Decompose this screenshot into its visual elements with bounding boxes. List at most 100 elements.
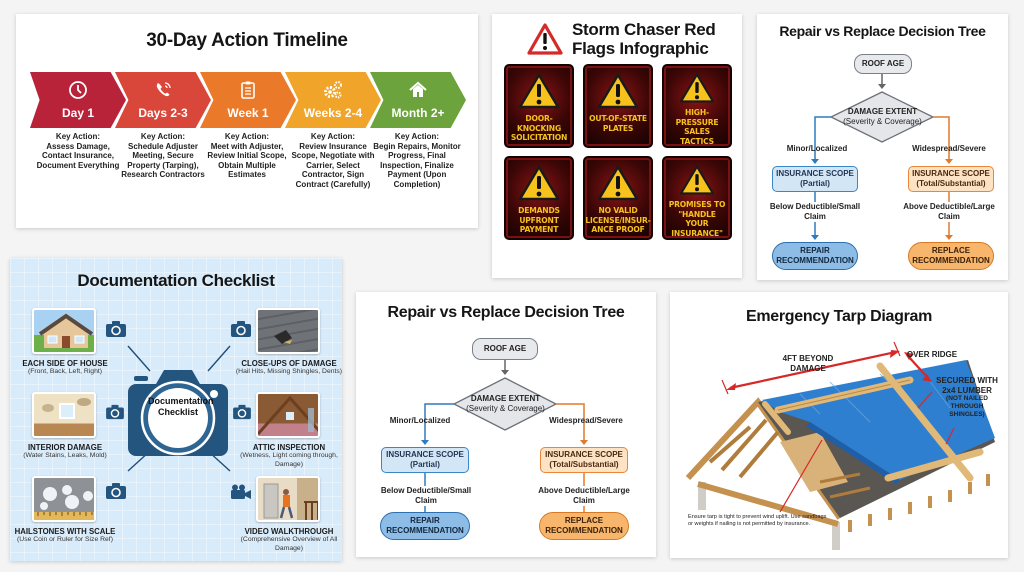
- timeline-step-label: Day 1: [61, 106, 95, 120]
- camera-icon: [105, 482, 127, 503]
- hailstones-image: [32, 476, 96, 522]
- action-heading: Key Action:: [394, 132, 440, 141]
- red-flag-text: HIGH-PRESSURE SALES TACTICS: [675, 108, 719, 146]
- node-label: REPAIR: [410, 516, 440, 525]
- roof-age-node: ROOF AGE: [472, 338, 538, 360]
- tarp-label-secured-sub: (NOT NAILED THROUGH SHINGLES): [946, 395, 988, 418]
- timeline-step-month2: Month 2+: [370, 72, 466, 128]
- checklist-item-label: EACH SIDE OF HOUSE: [22, 359, 108, 368]
- action-heading: Key Action:: [55, 132, 101, 141]
- node-label: RECOMMENDATION: [545, 526, 623, 535]
- action-text: Review Insurance Scope, Negotiate with C…: [291, 141, 375, 189]
- timeline-action: Key Action:Meet with Adjuster, Review In…: [202, 132, 292, 180]
- node-sub: (Total/Substantial): [916, 179, 986, 188]
- red-flag-grid: DOOR-KNOCKING SOLICITATION OUT-OF-STATE …: [504, 64, 732, 240]
- action-heading: Key Action:: [310, 132, 356, 141]
- timeline-title: 30-Day Action Timeline: [146, 30, 348, 51]
- clipboard-icon: [238, 80, 258, 102]
- red-flag-sign: NO VALID LICENSE/INSUR-ANCE PROOF: [583, 156, 653, 240]
- docs-center-label: Documentation Checklist: [148, 396, 214, 417]
- timeline-actions: Key Action:Assess Damage, Contact Insura…: [30, 132, 466, 222]
- docs-title: Documentation Checklist: [77, 271, 275, 290]
- timeline-action: Key Action:Review Insurance Scope, Negot…: [288, 132, 378, 189]
- camera-icon: [105, 404, 125, 423]
- checklist-item-sub: (Comprehensive Overview of All Damage): [240, 536, 338, 552]
- checklist-item: CLOSE-UPS OF DAMAGE(Hail Hits, Missing S…: [234, 359, 342, 377]
- decision-tree-title: Repair vs Replace Decision Tree: [779, 23, 986, 39]
- warning-icon: [597, 165, 639, 201]
- storm-title-line1: Storm Chaser Red: [572, 20, 716, 39]
- interior-damage-image: [32, 392, 96, 438]
- documentation-checklist-card: Documentation Checklist Documentation Ch…: [10, 258, 342, 561]
- clock-icon: [68, 80, 88, 102]
- camera-icon: [105, 320, 127, 341]
- tarp-label-secured-main: SECURED WITH 2x4 LUMBER: [936, 376, 998, 395]
- checklist-item-sub: (Hail Hits, Missing Shingles, Dents): [235, 368, 342, 375]
- damage-extent-node: DAMAGE EXTENT(Severity & Coverage): [458, 393, 553, 415]
- action-text: Meet with Adjuster, Review Initial Scope…: [207, 141, 287, 180]
- red-flag-sign: DEMANDS UPFRONT PAYMENT: [504, 156, 574, 240]
- node-label: RECOMMENDATION: [386, 526, 464, 535]
- timeline-card: 30-Day Action Timeline Day 1 Days 2-3 We…: [16, 14, 478, 228]
- insurance-scope-partial-node: INSURANCE SCOPE(Partial): [772, 166, 858, 192]
- red-flag-sign: HIGH-PRESSURE SALES TACTICS: [662, 64, 732, 148]
- node-label: ROOF AGE: [861, 59, 905, 68]
- checklist-item-label: HAILSTONES WITH SCALE: [14, 527, 116, 536]
- node-sub: (Partial): [800, 179, 830, 188]
- warning-icon: [597, 73, 639, 109]
- checklist-item: VIDEO WALKTHROUGH(Comprehensive Overview…: [234, 527, 342, 553]
- warning-triangle-icon: [527, 23, 563, 55]
- insurance-scope-total-node: INSURANCE SCOPE(Total/Substantial): [540, 447, 628, 473]
- node-label: REPLACE: [931, 246, 971, 255]
- warning-icon: [679, 73, 715, 103]
- checklist-item: ATTIC INSPECTION(Wetness, Light coming t…: [234, 443, 342, 469]
- insurance-scope-total-node: INSURANCE SCOPE(Total/Substantial): [908, 166, 994, 192]
- red-flag-sign: OUT-OF-STATE PLATES: [583, 64, 653, 148]
- decision-tree-card-top: Repair vs Replace Decision Tree ROOF AGE…: [757, 14, 1008, 280]
- node-label: INSURANCE SCOPE: [386, 450, 464, 459]
- camera-icon: [230, 320, 252, 341]
- timeline-step-weeks2-4: Weeks 2-4: [285, 72, 381, 128]
- node-label: INSURANCE SCOPE: [776, 169, 854, 178]
- checklist-item-label: ATTIC INSPECTION: [252, 443, 326, 452]
- node-sub: (Severity & Coverage): [843, 117, 922, 126]
- decision-tree-connectors: [811, 74, 953, 240]
- timeline-action: Key Action:Begin Repairs, Monitor Progre…: [372, 132, 462, 189]
- checklist-item: EACH SIDE OF HOUSE(Front, Back, Left, Ri…: [10, 359, 120, 377]
- checklist-item: INTERIOR DAMAGE(Water Stains, Leaks, Mol…: [10, 443, 120, 461]
- node-sub: (Partial): [410, 460, 440, 469]
- tarp-title: Emergency Tarp Diagram: [745, 308, 933, 325]
- timeline-step-label: Days 2-3: [138, 106, 188, 120]
- warning-icon: [679, 165, 715, 195]
- branch-label-left: Minor/Localized: [389, 416, 451, 425]
- camera-icon: [232, 404, 252, 423]
- damage-extent-node: DAMAGE EXTENT(Severity & Coverage): [835, 106, 930, 128]
- decision-tree-card-bottom: Repair vs Replace Decision Tree ROOF AGE…: [356, 292, 656, 557]
- storm-title-line2: Flags Infographic: [572, 39, 709, 58]
- claim-label-right: Above Deductible/Large Claim: [899, 202, 999, 222]
- timeline-action: Key Action:Assess Damage, Contact Insura…: [33, 132, 123, 170]
- video-camera-icon: [230, 484, 252, 503]
- action-text: Begin Repairs, Monitor Progress, Final I…: [373, 141, 461, 189]
- tarp-label-ridge: OVER RIDGE: [906, 350, 958, 359]
- docs-connectors: [127, 345, 231, 472]
- house-exterior-image: [32, 308, 96, 354]
- timeline-arrows: Day 1 Days 2-3 Week 1 Weeks 2-4 Month 2+: [30, 72, 466, 128]
- node-label: DAMAGE EXTENT: [470, 394, 541, 403]
- node-label: INSURANCE SCOPE: [545, 450, 623, 459]
- node-label: INSURANCE SCOPE: [912, 169, 990, 178]
- timeline-step-day1: Day 1: [30, 72, 126, 128]
- phone-icon: [153, 80, 173, 102]
- action-text: Assess Damage, Contact Insurance, Docume…: [36, 141, 120, 170]
- tarp-label-beyond: 4FT BEYOND DAMAGE: [782, 354, 834, 373]
- camera-icon: [128, 370, 228, 456]
- action-heading: Key Action:: [224, 132, 270, 141]
- video-walkthrough-image: [256, 476, 320, 522]
- node-sub: (Severity & Coverage): [466, 404, 545, 413]
- emergency-tarp-card: Emergency Tarp Diagram: [670, 292, 1008, 558]
- attic-inspection-image: [256, 392, 320, 438]
- timeline-step-label: Weeks 2-4: [303, 106, 363, 120]
